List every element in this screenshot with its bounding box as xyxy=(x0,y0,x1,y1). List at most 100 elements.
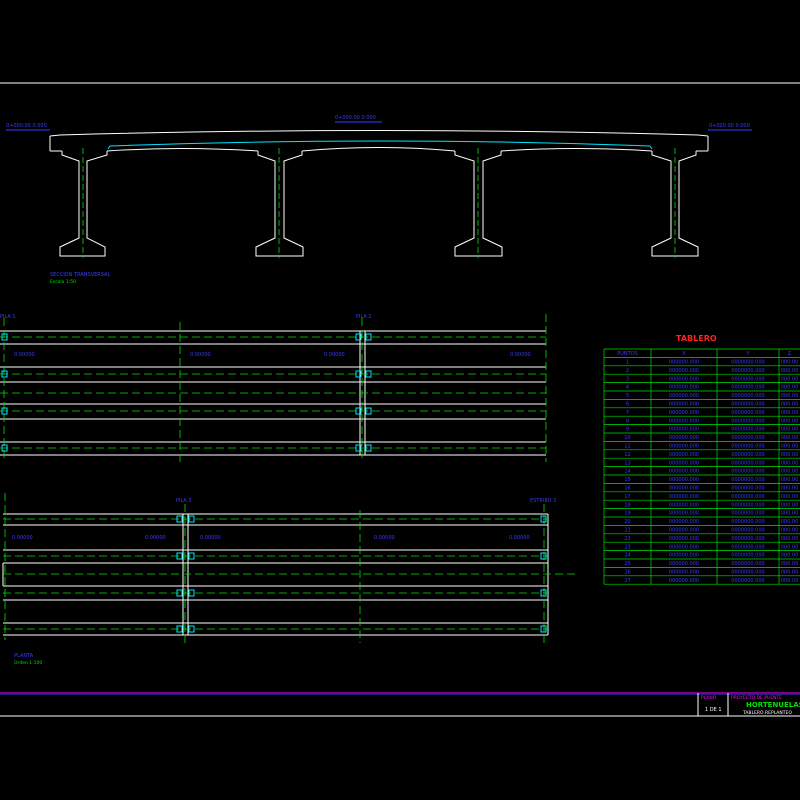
table-cell: 0000000.000 xyxy=(731,410,764,416)
table-cell: 0000000.000 xyxy=(731,376,764,382)
table-cell: 000.00 xyxy=(781,452,799,458)
table-cell: 26 xyxy=(624,570,630,576)
table-cell: 5 xyxy=(626,393,629,399)
table-cell: 000.00 xyxy=(781,469,799,475)
table-cell: 000000.000 xyxy=(669,368,699,374)
table-cell: 000000.000 xyxy=(669,360,699,366)
table-cell: 17 xyxy=(624,494,630,500)
beam-axes xyxy=(82,148,676,258)
plan-lower-left-label: PILA 3 xyxy=(176,498,192,504)
table-cell: 000.00 xyxy=(781,385,799,391)
plan-upper-beam-label-1: 0.00000 xyxy=(14,352,35,358)
table-cell: 000000.000 xyxy=(669,469,699,475)
table-cell: 000.00 xyxy=(781,519,799,525)
table-cell: 4 xyxy=(626,385,629,391)
table-cell: 19 xyxy=(624,511,630,517)
table-cell: 13 xyxy=(624,460,630,466)
table-cell: 0000000.000 xyxy=(731,553,764,559)
plan-upper-beam-label-3: 0.00000 xyxy=(324,352,345,358)
plan-upper-left-label: PILA 1 xyxy=(0,314,16,320)
plan-lower-bearings xyxy=(176,515,547,633)
table-cell: 000.00 xyxy=(781,427,799,433)
table-cell: 0000000.000 xyxy=(731,561,764,567)
plan-lower-beam-label-3: 0.00000 xyxy=(200,535,221,541)
table-cell: 000000.000 xyxy=(669,511,699,517)
table-header-cell: Z xyxy=(788,351,792,357)
table-cell: 000.00 xyxy=(781,360,799,366)
table-cell: 16 xyxy=(624,486,630,492)
table-cell: 000000.000 xyxy=(669,452,699,458)
table-cell: 000.00 xyxy=(781,477,799,483)
table-cell: 000.00 xyxy=(781,570,799,576)
table-cell: 000.00 xyxy=(781,376,799,382)
plan-lower-beam-label-2: 0.00000 xyxy=(145,535,166,541)
table-cell: 15 xyxy=(624,477,630,483)
title-block-sheet-number: 1 DE 1 xyxy=(705,707,722,713)
plan-upper-beam-label-2: 0.00000 xyxy=(190,352,211,358)
plan-lower-right-label: ESTRIBO 2 xyxy=(530,498,556,504)
table-cell: 0000000.000 xyxy=(731,511,764,517)
beam-2 xyxy=(255,151,304,257)
table-cell: 0000000.000 xyxy=(731,477,764,483)
plan-lower-beam-lines xyxy=(2,513,549,636)
table-cell: 000.00 xyxy=(781,528,799,534)
beam-3 xyxy=(454,151,503,257)
plan-upper-axes xyxy=(0,314,547,462)
table-cell: 000000.000 xyxy=(669,494,699,500)
table-cell: 0000000.000 xyxy=(731,502,764,508)
table-cell: 000.00 xyxy=(781,578,799,584)
table-cell: 22 xyxy=(624,536,630,542)
plan-upper: PILA 1 PILA 2 0.00000 0.00000 0.00000 0.… xyxy=(0,314,547,462)
table-cell: 8 xyxy=(626,418,629,424)
table-cell: 20 xyxy=(624,519,630,525)
table-cell: 000000.000 xyxy=(669,402,699,408)
table-cell: 000.00 xyxy=(781,511,799,517)
wearing-surface-line xyxy=(107,140,653,150)
table-cell: 000.00 xyxy=(781,553,799,559)
table-cell: 0000000.000 xyxy=(731,393,764,399)
level-markers xyxy=(6,121,752,131)
level-label-left: 0+000.00 0.000 xyxy=(6,123,47,129)
title-block-project-name: HORTENUELAS xyxy=(746,701,800,709)
title-block: PLANO 1 DE 1 PROYECTO DE PUENTE HORTENUE… xyxy=(697,693,800,716)
table-cell: 0000000.000 xyxy=(731,444,764,450)
table-cell: 000000.000 xyxy=(669,519,699,525)
plan-lower: PILA 3 ESTRIBO 2 0.00000 0.00000 0.00000… xyxy=(2,493,575,666)
table-cell: 0000000.000 xyxy=(731,427,764,433)
table-cell: 23 xyxy=(624,544,630,550)
table-cell: 21 xyxy=(624,528,630,534)
plan-upper-bearings xyxy=(1,333,372,452)
table-cell: 000000.000 xyxy=(669,553,699,559)
title-block-sheet-label: PLANO xyxy=(701,695,717,701)
level-label-right: 0+000.00 0.000 xyxy=(709,123,750,129)
table-cell: 000000.000 xyxy=(669,570,699,576)
table-header-cell: X xyxy=(682,351,686,357)
table-cell: 000000.000 xyxy=(669,502,699,508)
table-cell: 3 xyxy=(626,376,629,382)
deck-slab xyxy=(49,130,709,152)
section-title: SECCION TRANSVERSAL xyxy=(50,272,110,278)
table-cell: 000000.000 xyxy=(669,376,699,382)
table-cell: 0000000.000 xyxy=(731,519,764,525)
table-cell: 000.00 xyxy=(781,393,799,399)
title-block-project-label: PROYECTO DE PUENTE xyxy=(731,695,782,701)
table-cell: 000000.000 xyxy=(669,444,699,450)
table-cell: 0000000.000 xyxy=(731,368,764,374)
table-cell: 0000000.000 xyxy=(731,486,764,492)
table-cell: 000.00 xyxy=(781,486,799,492)
table-cell: 000.00 xyxy=(781,368,799,374)
plan-upper-beam-lines xyxy=(0,330,546,456)
table-cell: 000000.000 xyxy=(669,393,699,399)
level-label-center: 0+000.00 0.000 xyxy=(335,115,376,121)
table-cell: 000.00 xyxy=(781,561,799,567)
table-cell: 0000000.000 xyxy=(731,469,764,475)
table-title: TABLERO xyxy=(676,334,717,343)
table-cell: 000000.000 xyxy=(669,536,699,542)
table-cell: 25 xyxy=(624,561,630,567)
plan-lower-beam-label-4: 0.00000 xyxy=(374,535,395,541)
table-cell: 000.00 xyxy=(781,402,799,408)
plan-upper-beam-label-4: 0.00000 xyxy=(510,352,531,358)
bridge-cross-section: 0+000.00 0.000 0+000.00 0.000 0+000.00 0… xyxy=(6,115,752,285)
